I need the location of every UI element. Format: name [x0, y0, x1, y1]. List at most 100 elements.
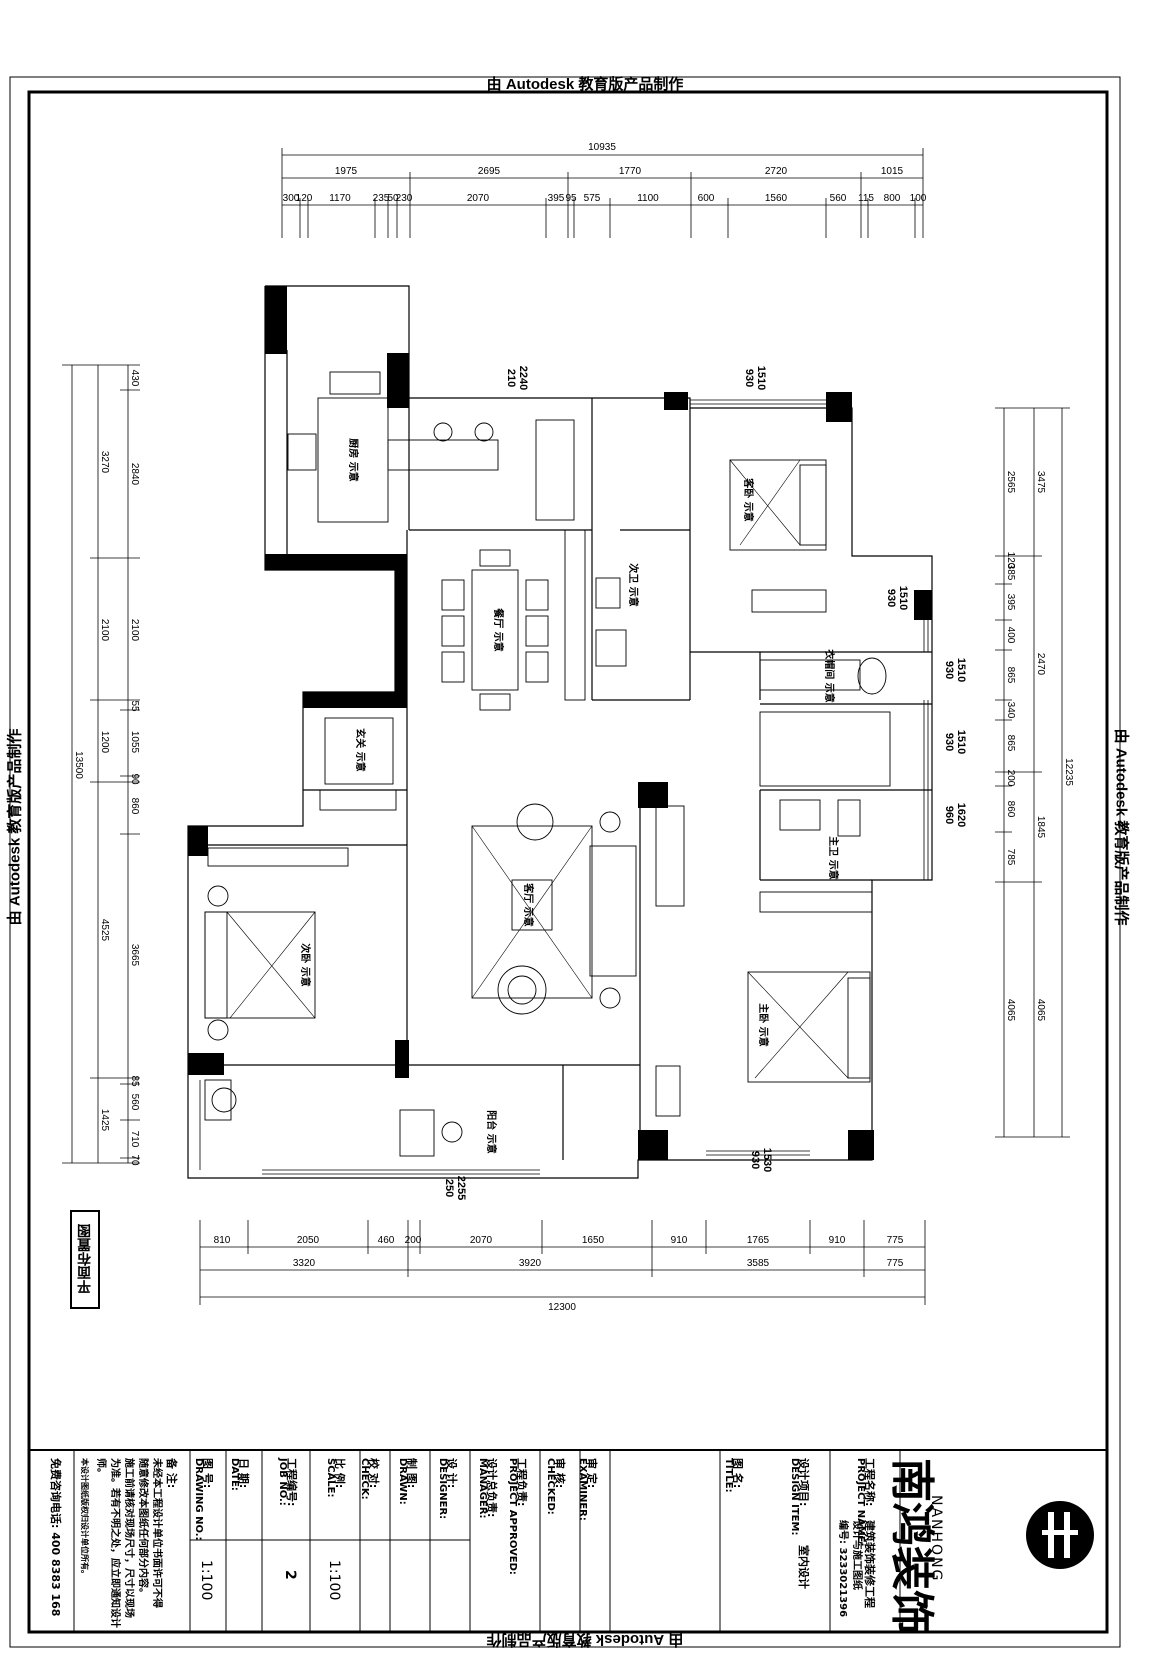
- dim-top-inner-7: 395: [548, 193, 565, 204]
- dim-bottom-total: 12300: [548, 1302, 576, 1313]
- manager-en: PROJECT APPROVED:: [507, 1458, 518, 1575]
- dim-right-inner-11: 4065: [1005, 999, 1016, 1022]
- dim-right-outer-2: 1845: [1035, 816, 1046, 839]
- dim-left-total: 13500: [73, 751, 84, 779]
- drawn-en: DRAWN:: [397, 1458, 408, 1505]
- dimension-bottom: [199, 1220, 926, 1305]
- note-6: 本设计图纸版权归设计单位所有。: [80, 1458, 89, 1578]
- dim-bottom-mid-3: 775: [887, 1258, 904, 1269]
- dimension-labels: 10935 1975 2695 1770 2720 1015 300 120 1…: [214, 142, 927, 1313]
- dim-top-inner-8: 95: [565, 193, 577, 204]
- dim-bottom-inner-5: 1650: [582, 1235, 605, 1246]
- dimension-labels-vertical: 13500 3270 2100 1200 4525 1425 430 2840 …: [73, 370, 1074, 1166]
- win-tag-250: 250: [443, 1179, 455, 1197]
- walls: [188, 286, 932, 1160]
- dim-left-inner-5: 90: [129, 773, 140, 785]
- room-balcony: 阳台 示意: [485, 1110, 498, 1153]
- room-guest-bath: 次卫 示意: [627, 563, 640, 606]
- dim-top-mid-4: 1015: [881, 166, 904, 177]
- dim-top-inner-5: 230: [396, 193, 413, 204]
- dim-top-inner-2: 1170: [329, 193, 351, 204]
- win-tag-930a: 930: [743, 369, 755, 387]
- plan-title: 平面布置图: [70, 1210, 100, 1309]
- win-tag-1510b: 1510: [897, 586, 909, 610]
- dim-right-inner-6: 340: [1005, 702, 1016, 719]
- win-tag-930d: 930: [943, 733, 955, 751]
- dim-right-inner-10: 785: [1005, 849, 1016, 866]
- drawing-number-value: 1:100: [198, 1560, 214, 1601]
- dim-right-inner-1: 120: [1005, 552, 1016, 569]
- win-tag-210: 210: [505, 369, 517, 387]
- dim-top-inner-0: 300: [283, 193, 300, 204]
- dim-left-inner-7: 3665: [129, 944, 140, 967]
- dim-left-outer-4: 1425: [99, 1109, 110, 1132]
- dim-right-inner-8: 200: [1005, 770, 1016, 787]
- dim-left-inner-2: 2100: [129, 619, 140, 642]
- approved-en: EXAMINER:: [577, 1458, 588, 1521]
- win-tag-2255: 2255: [455, 1176, 467, 1200]
- designer-en: DESIGNER:: [437, 1458, 448, 1520]
- win-tag-2240: 2240: [517, 366, 529, 390]
- outer-border: [9, 76, 1121, 1648]
- job-number-value: 2: [282, 1570, 298, 1580]
- dim-top-inner-13: 560: [830, 193, 847, 204]
- dim-top-mid-2: 1770: [619, 166, 642, 177]
- dim-top-inner-10: 1100: [637, 193, 659, 204]
- win-tag-1620: 1620: [955, 803, 967, 827]
- scale-value: 1:100: [326, 1560, 342, 1601]
- dim-left-inner-1: 2840: [129, 463, 140, 486]
- windows: [199, 399, 929, 1175]
- dim-left-inner-3: 55: [129, 700, 140, 712]
- note-3: 施工前请核对现场尺寸，尺寸以现场: [123, 1458, 134, 1618]
- drawing-title-en: TITLE:: [723, 1458, 734, 1493]
- dim-bottom-mid-2: 3585: [747, 1258, 770, 1269]
- inner-border: [27, 90, 1109, 1634]
- dimension-right: [995, 407, 1070, 1138]
- layout-guides: [226, 459, 849, 1079]
- watermark-top: 由 Autodesk 教育版产品制作: [486, 76, 684, 93]
- dim-left-inner-6: 860: [129, 798, 140, 815]
- dim-top-inner-3: 235: [373, 193, 390, 204]
- room-master-bed: 主卧 示意: [757, 1003, 770, 1046]
- dim-bottom-mid-1: 3920: [519, 1258, 542, 1269]
- dim-bottom-inner-0: 810: [214, 1235, 231, 1246]
- win-tag-1530: 1530: [761, 1148, 773, 1172]
- dim-top-mid-1: 2695: [478, 166, 501, 177]
- dim-top-inner-4: 50: [387, 193, 399, 204]
- dim-right-outer-0: 3475: [1035, 471, 1046, 494]
- dim-right-inner-7: 865: [1005, 735, 1016, 752]
- note-1: 未经本工程设计单位书面许可不得: [151, 1458, 162, 1608]
- room-second-bed: 客卧 示意: [742, 477, 755, 521]
- dim-left-inner-10: 710: [129, 1131, 140, 1148]
- dim-right-outer-3: 4065: [1035, 999, 1046, 1022]
- dim-top-total: 10935: [588, 142, 616, 153]
- dim-right-total: 12235: [1063, 758, 1074, 786]
- win-tag-930c: 930: [943, 661, 955, 679]
- room-master-bath: 主卫 示意: [827, 836, 840, 879]
- dim-top-inner-14: 115: [858, 193, 874, 204]
- dim-bottom-inner-7: 1765: [747, 1235, 770, 1246]
- furniture: [204, 371, 891, 1157]
- dim-top-inner-11: 600: [698, 193, 715, 204]
- design-manager-en: MANAGER:: [477, 1458, 488, 1519]
- job-number-en: JOB NO.:: [277, 1458, 288, 1506]
- design-item-value: 室内设计: [797, 1545, 810, 1589]
- room-labels: 厨房 示意 餐厅 示意 次卫 示意 客卧 示意 玄关 示意 客厅 示意 次卧 示…: [299, 438, 840, 1153]
- dim-top-inner-9: 575: [584, 193, 601, 204]
- room-child-bed: 次卧 示意: [299, 943, 312, 986]
- dim-top-mid-0: 1975: [335, 166, 358, 177]
- dim-top-inner-16: 100: [910, 193, 927, 204]
- dim-left-inner-9: 560: [129, 1094, 140, 1111]
- dim-right-inner-5: 865: [1005, 667, 1016, 684]
- dim-right-outer-1: 2470: [1035, 653, 1046, 676]
- company-name-en: NANHONG: [928, 1495, 944, 1583]
- dim-left-inner-11: 70: [129, 1154, 140, 1166]
- drawing-number-en: DRAWING NO.:: [193, 1458, 204, 1541]
- room-entry: 玄关 示意: [354, 728, 367, 771]
- dim-right-inner-3: 395: [1005, 594, 1016, 611]
- design-item-en: DESIGN ITEM:: [789, 1458, 800, 1536]
- logo-emblem: [1026, 1501, 1094, 1569]
- win-tag-1510a: 1510: [755, 366, 767, 390]
- dim-right-inner-9: 860: [1005, 801, 1016, 818]
- dim-top-mid-3: 2720: [765, 166, 788, 177]
